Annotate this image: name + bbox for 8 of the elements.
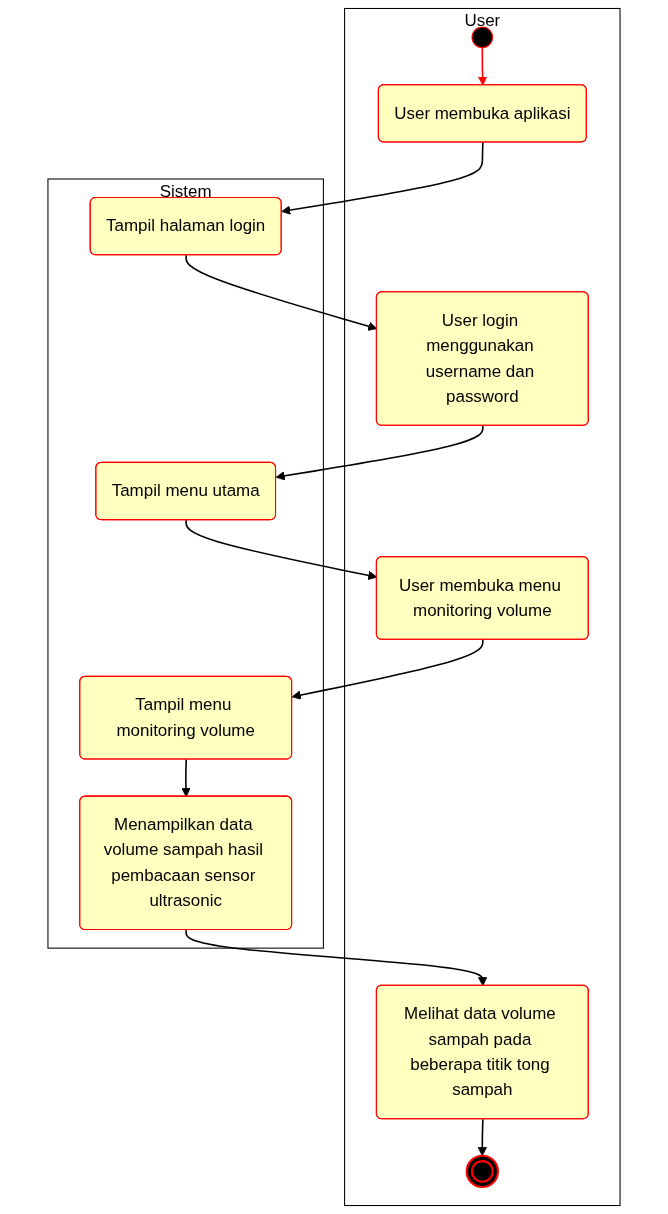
arrow: [477, 46, 488, 86]
node-circle: [465, 1154, 499, 1189]
arrow: [181, 758, 191, 798]
arrow: [291, 639, 484, 700]
arrow: [275, 425, 484, 481]
node-circle: [471, 26, 494, 49]
arrow: [281, 141, 484, 215]
arrow: [185, 929, 488, 987]
